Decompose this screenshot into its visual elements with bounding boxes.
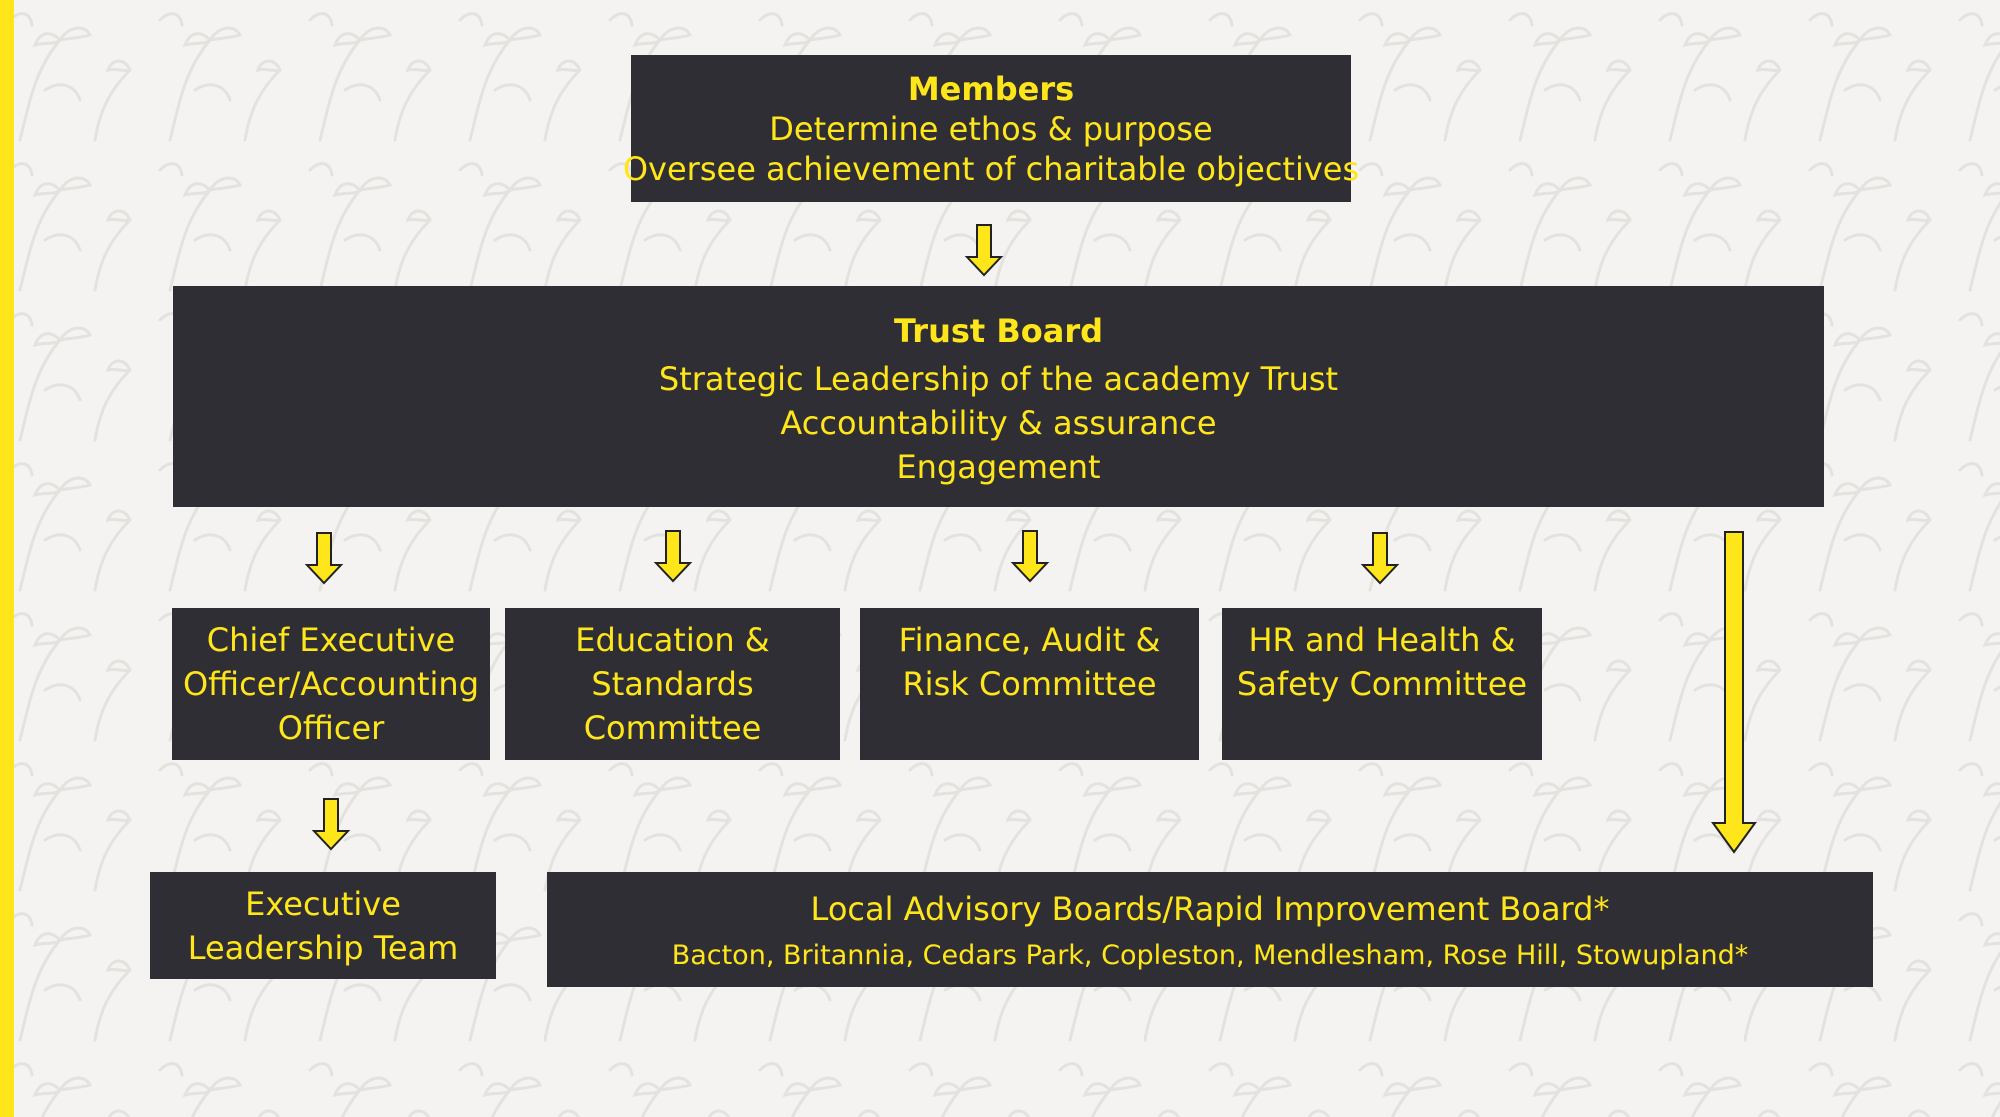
accent-bar: [0, 0, 14, 1117]
committee-line: Finance, Audit &: [898, 621, 1161, 659]
arrow-down-icon: [311, 798, 351, 851]
committee-line: Committee: [583, 709, 762, 747]
executive-leadership-team-box: Executive Leadership Team: [150, 872, 496, 979]
trust-board-line: Engagement: [896, 447, 1101, 486]
committee-line: Education &: [575, 621, 770, 659]
finance-audit-risk-committee-box: Finance, Audit & Risk Committee: [860, 608, 1199, 760]
members-title: Members: [907, 69, 1075, 108]
committee-line: Officer: [277, 709, 385, 747]
trust-board-line: Accountability & assurance: [780, 403, 1217, 442]
trust-board-title: Trust Board: [893, 311, 1103, 350]
ceo-accounting-officer-box: Chief Executive Officer/Accounting Offic…: [172, 608, 490, 760]
committee-line: Risk Committee: [902, 665, 1157, 703]
arrow-down-icon: [964, 224, 1004, 277]
elt-line: Leadership Team: [187, 928, 459, 967]
committee-line: HR and Health &: [1248, 621, 1516, 659]
trust-board-line: Strategic Leadership of the academy Trus…: [658, 359, 1339, 398]
hr-health-safety-committee-box: HR and Health & Safety Committee: [1222, 608, 1542, 760]
arrow-down-icon: [1010, 530, 1050, 583]
local-boards-title: Local Advisory Boards/Rapid Improvement …: [810, 889, 1610, 928]
arrow-down-icon: [653, 530, 693, 583]
arrow-down-icon: [1360, 532, 1400, 585]
local-boards-schools: Bacton, Britannia, Cedars Park, Coplesto…: [671, 939, 1749, 971]
arrow-down-icon: [304, 532, 344, 585]
local-advisory-boards-box: Local Advisory Boards/Rapid Improvement …: [547, 872, 1873, 987]
committee-line: Officer/Accounting: [182, 665, 480, 703]
committee-line: Standards: [591, 665, 754, 703]
education-standards-committee-box: Education & Standards Committee: [505, 608, 840, 760]
members-line: Oversee achievement of charitable object…: [622, 149, 1360, 188]
long-arrow-down-icon: [1711, 531, 1757, 854]
members-box: Members Determine ethos & purpose Overse…: [623, 55, 1359, 202]
members-line: Determine ethos & purpose: [769, 109, 1213, 148]
elt-line: Executive: [245, 884, 401, 923]
committee-line: Chief Executive: [206, 621, 456, 659]
committee-line: Safety Committee: [1236, 665, 1528, 703]
trust-board-box: Trust Board Strategic Leadership of the …: [173, 286, 1824, 507]
